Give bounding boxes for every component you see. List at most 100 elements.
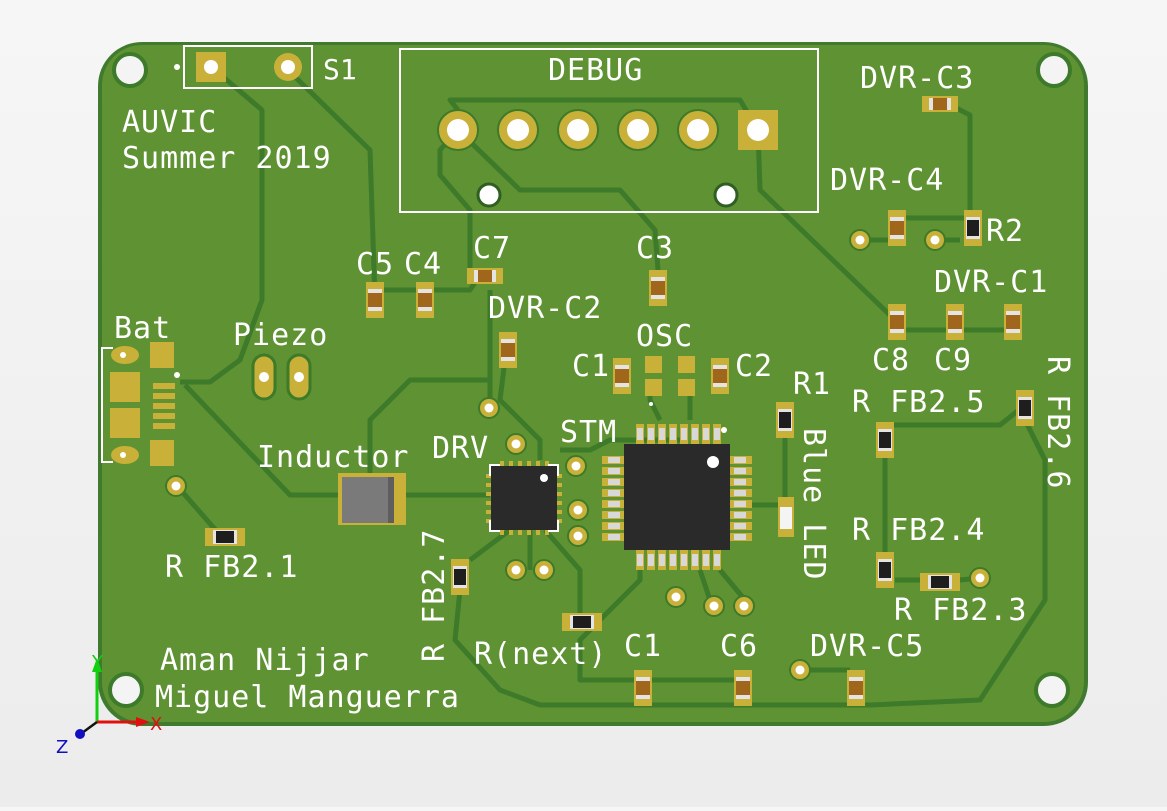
- bat-signal-pad: [153, 413, 175, 419]
- cap-body: [713, 369, 727, 383]
- resistor-r2[interactable]: [964, 210, 982, 246]
- capacitor-dvr-c4[interactable]: [888, 210, 906, 246]
- trace: [456, 128, 661, 271]
- capacitor-c9[interactable]: [946, 304, 964, 340]
- drv-pin: [545, 529, 549, 535]
- bat-signal-pad: [153, 423, 175, 429]
- label-blue-led: Blue LED: [796, 428, 831, 581]
- drv-pin: [536, 461, 540, 467]
- capacitor-c5[interactable]: [366, 282, 384, 318]
- stm-pin-lead: [670, 428, 676, 440]
- cap-body: [736, 681, 750, 695]
- drv-pin: [486, 501, 492, 505]
- drv-pin: [545, 461, 549, 467]
- stm-pin-lead: [608, 501, 620, 507]
- battery-connector[interactable]: [101, 342, 180, 466]
- capacitor-c8[interactable]: [888, 304, 906, 340]
- stm-pin-lead: [734, 534, 746, 540]
- stm-pin-lead: [659, 554, 665, 566]
- trace: [367, 377, 490, 475]
- resistor-r1[interactable]: [776, 402, 794, 438]
- inductor[interactable]: [338, 473, 406, 525]
- drv-pin: [556, 492, 562, 496]
- silkscreen: S1 AUVIC Summer 2019 DEBUG DVR-C3 DVR-C4…: [114, 53, 1075, 715]
- capacitor-dvr-c3[interactable]: [922, 96, 958, 112]
- piezo-pads[interactable]: [251, 353, 312, 401]
- s1-marker: [174, 64, 180, 70]
- resistor-r-fb2-7[interactable]: [451, 559, 469, 595]
- resistor-r-fb2-6[interactable]: [1016, 390, 1034, 426]
- label-inductor: Inductor: [257, 440, 410, 475]
- stm-pin-lead: [714, 428, 720, 440]
- capacitor-c2[interactable]: [711, 358, 729, 394]
- board-title-line1: AUVIC: [122, 105, 217, 140]
- stm-pin-lead: [637, 554, 643, 566]
- capacitor-c3[interactable]: [649, 270, 667, 306]
- test-point-hole: [484, 403, 494, 413]
- test-point-hole: [930, 235, 940, 245]
- stm-pin-lead: [734, 512, 746, 518]
- drv-pin: [556, 510, 562, 514]
- stm-pin-lead: [637, 428, 643, 440]
- debug-mount-hole: [476, 182, 502, 208]
- drv-pin: [556, 483, 562, 487]
- label-r-fb2-1: R FB2.1: [165, 550, 298, 585]
- capacitor-c1-bottom[interactable]: [634, 670, 652, 706]
- resistor-r-fb2-1[interactable]: [205, 528, 245, 546]
- capacitor-c1-osc[interactable]: [613, 358, 631, 394]
- pcb-board: [98, 42, 1088, 726]
- capacitor-dvr-c1[interactable]: [1004, 304, 1022, 340]
- test-point-hole: [795, 665, 805, 675]
- resistor-r-fb2-3[interactable]: [920, 573, 960, 591]
- resistor-r-fb2-5[interactable]: [876, 422, 894, 458]
- mounting-hole: [1034, 672, 1070, 708]
- debug-pins: [437, 109, 778, 151]
- label-c6: C6: [720, 629, 758, 664]
- switch-s1[interactable]: [174, 45, 313, 89]
- bat-signal-pad: [153, 403, 175, 409]
- debug-pin-hole: [507, 119, 529, 141]
- test-points: [165, 229, 991, 681]
- label-c9: C9: [934, 343, 972, 378]
- label-dvr-c2: DVR-C2: [488, 291, 602, 326]
- stm-pin-lead: [659, 428, 665, 440]
- capacitor-c7[interactable]: [467, 268, 503, 284]
- stm-pin-lead: [681, 428, 687, 440]
- cap-body: [478, 270, 492, 282]
- cap-body: [418, 293, 432, 307]
- drv-pin1-dot: [540, 474, 548, 482]
- debug-header[interactable]: [399, 48, 819, 213]
- stm-pin-lead: [608, 479, 620, 485]
- label-dvr-c4: DVR-C4: [830, 163, 944, 198]
- drv-pin: [509, 529, 513, 535]
- resistor-r-fb2-4[interactable]: [876, 552, 894, 588]
- s1-pad-hole: [281, 60, 295, 74]
- cap-body: [849, 681, 863, 695]
- osc-marker: [649, 402, 653, 406]
- trace: [497, 359, 543, 460]
- x-axis-label: X: [150, 714, 162, 735]
- capacitor-dvr-c5[interactable]: [847, 670, 865, 706]
- mounting-hole: [108, 672, 144, 708]
- capacitor-c4[interactable]: [416, 282, 434, 318]
- piezo-hole: [259, 372, 269, 382]
- osc-pad: [645, 356, 662, 373]
- trace: [560, 437, 680, 453]
- oscillator[interactable]: [645, 356, 695, 406]
- s1-outline: [183, 45, 313, 89]
- stm-marker: [721, 427, 727, 433]
- label-r-fb2-4: R FB2.4: [852, 513, 985, 548]
- stm-ic[interactable]: [602, 424, 752, 570]
- label-stm: STM: [560, 415, 617, 450]
- drv-ic[interactable]: [486, 461, 562, 535]
- trace: [180, 68, 265, 385]
- capacitor-c6[interactable]: [734, 670, 752, 706]
- cap-body: [636, 681, 650, 695]
- resistor-r-next[interactable]: [562, 613, 602, 631]
- cap-body: [890, 221, 904, 235]
- capacitor-dvr-c2[interactable]: [499, 332, 517, 368]
- blue-led[interactable]: [778, 497, 794, 537]
- stm-pin-lead: [734, 468, 746, 474]
